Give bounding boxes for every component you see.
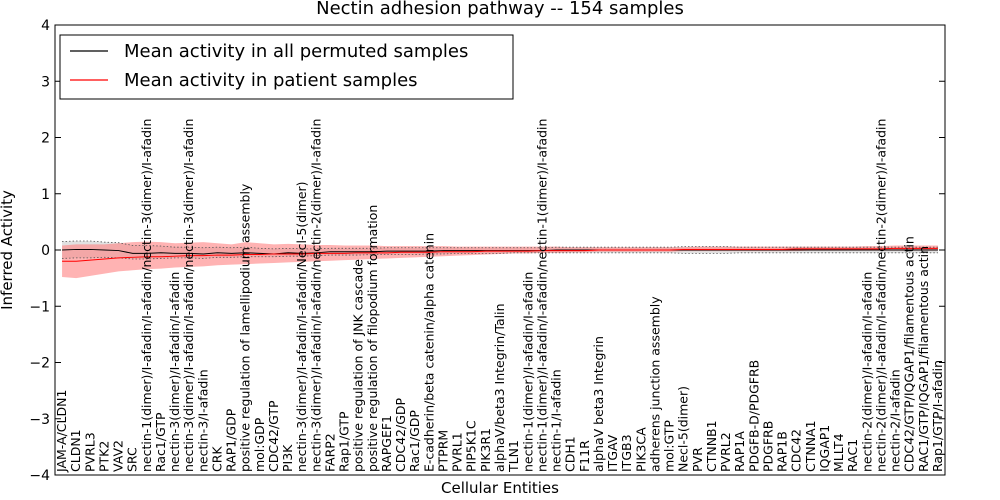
x-tick-label: positive regulation of lamellipodium ass… (238, 183, 253, 472)
x-tick-label: SRC (125, 447, 140, 472)
x-tick-label: PVRL3 (82, 432, 97, 472)
x-tick-label: CTNNB1 (704, 420, 719, 472)
x-tick-label: nectin-3/I-afadin (195, 369, 210, 472)
legend-label: Mean activity in patient samples (124, 70, 418, 91)
x-tick-label: adherens junction assembly (647, 296, 662, 472)
x-tick-label: RAP1/GDP (224, 408, 239, 472)
x-tick-label: Rac1/GDP (407, 410, 422, 472)
x-tick-label: mol:GTP (662, 420, 677, 472)
x-tick-label: nectin-2/I-afadin (888, 369, 903, 472)
x-tick-label: RAPGEF1 (379, 415, 394, 472)
x-tick-label: nectin-2(dimer)/I-afadin/I-afadin (859, 272, 874, 472)
y-tick-label: −2 (29, 356, 50, 372)
y-tick-label: 4 (41, 18, 50, 34)
confidence-bands (62, 241, 938, 279)
x-tick-label: CDC42/GTP/IQGAP1/filamentous actin (902, 236, 917, 472)
x-tick-label: nectin-3(dimer)/I-afadin/I-afadin/Necl-5… (294, 181, 309, 472)
x-tick-label: RAC1/GTP/IQGAP1/filamentous actin (916, 246, 931, 472)
x-tick-label: CDC42/GTP (266, 400, 281, 472)
x-tick-label: Rap1/GTP/I-afadin (930, 360, 945, 472)
x-tick-label: PI3K (280, 444, 295, 472)
x-axis-label: Cellular Entities (441, 479, 559, 497)
x-tick-label: alphaV/beta3 Integrin/Talin (492, 304, 507, 473)
x-tick-label: PVRL2 (718, 432, 733, 472)
x-tick-label: RAC1 (845, 439, 860, 472)
x-tick-label: nectin-3(dimer)/I-afadin/I-afadin (167, 272, 182, 472)
x-tick-label: F11R (577, 440, 592, 472)
permuted-band-edge-upper (62, 240, 938, 250)
x-tick-label: PTPRM (435, 430, 450, 472)
series-lines (62, 240, 938, 262)
y-axis-ticks: 4 3 2 1 0 −1 −2 −3 −4 (29, 18, 945, 484)
x-tick-label: RAP1A (732, 431, 747, 472)
x-tick-label: positive regulation of JNK cascade (351, 259, 366, 472)
x-tick-label: E-cadherin/beta catenin/alpha catenin (421, 233, 436, 472)
x-tick-label: Necl-5(dimer) (676, 386, 691, 472)
x-tick-label: CDC42/GDP (393, 397, 408, 472)
y-axis-label: Inferred Activity (0, 190, 16, 310)
x-tick-label: PIK3CA (633, 427, 648, 472)
x-tick-label: mol:GDP (252, 417, 267, 472)
series-line-1 (62, 247, 938, 262)
x-tick-label: positive regulation of filopodium format… (365, 205, 380, 472)
x-tick-label: nectin-3(dimer)/I-afadin/I-afadin/nectin… (181, 119, 196, 472)
x-tick-label: ITGB3 (619, 434, 634, 472)
y-tick-label: −3 (29, 412, 50, 428)
x-tick-label: CTNNA1 (803, 420, 818, 472)
x-tick-label: TLN1 (506, 440, 521, 473)
x-tick-label: ITGAV (605, 434, 620, 472)
x-tick-label: IQGAP1 (817, 425, 832, 472)
x-tick-label: nectin-1/I-afadin (549, 369, 564, 472)
x-tick-label: CRK (209, 446, 224, 472)
x-tick-label: nectin-3(dimer)/I-afadin/I-afadin/nectin… (308, 119, 323, 472)
x-tick-label: PIK3R1 (478, 428, 493, 472)
x-tick-label: FARP2 (322, 433, 337, 472)
x-tick-label: nectin-1(dimer)/I-afadin/I-afadin/nectin… (139, 119, 154, 472)
x-tick-label: CDC42 (789, 429, 804, 472)
x-tick-label: PVR (690, 447, 705, 472)
x-tick-label: PTK2 (96, 441, 111, 472)
x-tick-label: nectin-1(dimer)/I-afadin/I-afadin (520, 272, 535, 472)
legend-label: Mean activity in all permuted samples (124, 41, 468, 62)
x-tick-label: PDGFB-D/PDGFRB (746, 360, 761, 472)
permuted-band-edge-lower (62, 252, 938, 260)
y-tick-label: −1 (29, 299, 50, 315)
y-tick-label: 3 (41, 74, 50, 90)
x-tick-label: Rac1/GTP (153, 412, 168, 472)
x-tick-label: nectin-1(dimer)/I-afadin/I-afadin/nectin… (534, 119, 549, 472)
x-tick-label: PVRL1 (450, 432, 465, 472)
x-tick-label: RAP1B (775, 431, 790, 472)
x-tick-label: Rap1/GTP (337, 411, 352, 472)
x-tick-label: JAM-A/CLDN1 (54, 390, 69, 473)
series-band-1 (62, 241, 938, 279)
legend: Mean activity in all permuted samplesMea… (59, 34, 514, 100)
x-tick-label: VAV2 (111, 440, 126, 472)
legend-box (59, 34, 514, 100)
x-tick-label: PDGFRB (760, 421, 775, 472)
y-tick-label: −4 (29, 468, 50, 484)
y-tick-label: 1 (41, 187, 50, 203)
y-tick-label: 2 (41, 131, 50, 147)
x-tick-label: PIP5K1C (464, 420, 479, 472)
x-tick-label: nectin-2(dimer)/I-afadin/I-afadin/nectin… (873, 119, 888, 472)
x-tick-label: MLLT4 (831, 433, 846, 472)
x-tick-label: CLDN1 (68, 429, 83, 472)
x-tick-label: CDH1 (563, 436, 578, 472)
series-line-0 (62, 248, 938, 255)
x-tick-label: alphaV beta3 Integrin (591, 336, 606, 472)
y-tick-label: 0 (41, 243, 50, 259)
chart-title: Nectin adhesion pathway -- 154 samples (316, 0, 684, 19)
